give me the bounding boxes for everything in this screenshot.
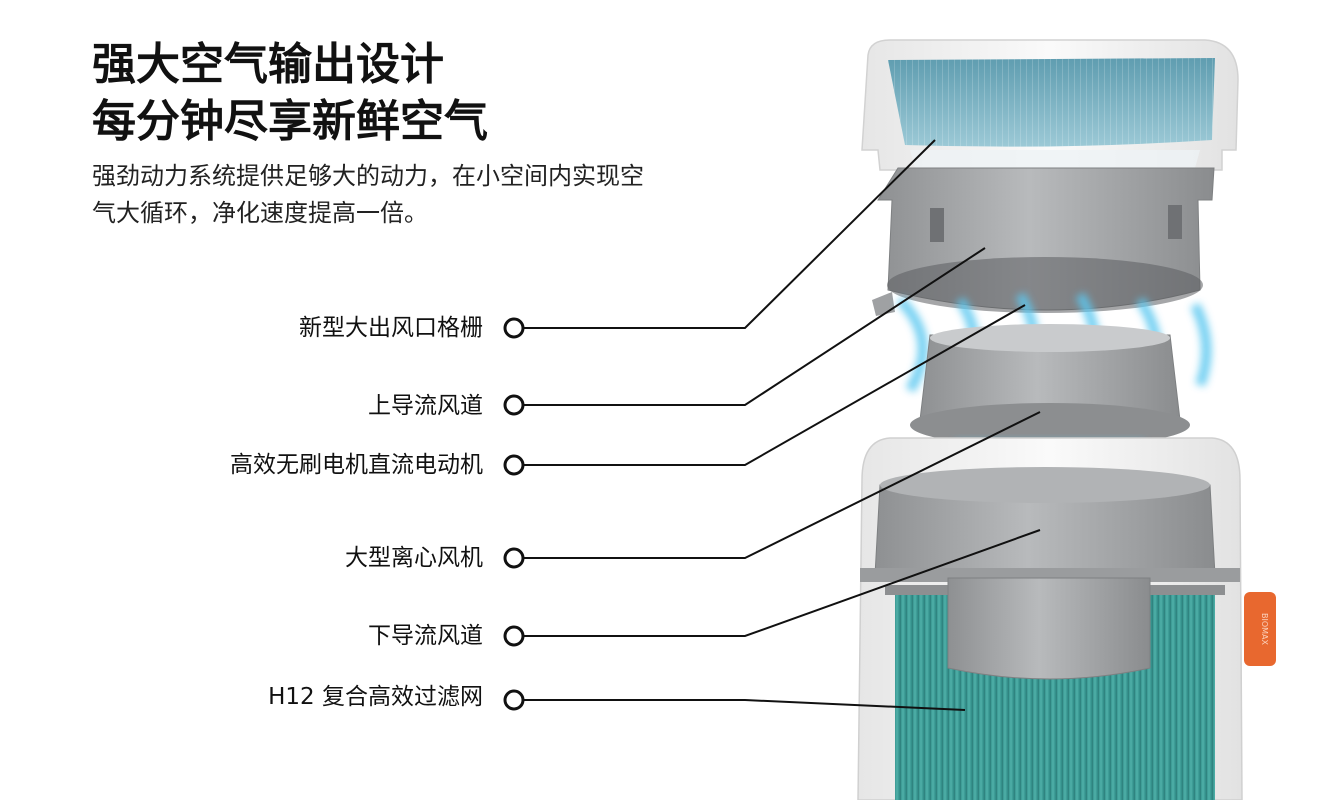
leader-motor: [524, 304, 1026, 466]
leader-centrifugal-fan: [524, 411, 1041, 559]
leader-lower-duct: [524, 529, 1041, 637]
headline-line-1: 强大空气输出设计: [92, 39, 444, 90]
description-line-2: 气大循环，净化速度提高一倍。: [92, 199, 428, 227]
side-tag: BIOMAX: [1244, 592, 1276, 666]
callout-label-motor: 高效无刷电机直流电动机: [230, 452, 483, 478]
leader-upper-duct: [524, 247, 986, 406]
callout-label-centrifugal-fan: 大型离心风机: [345, 545, 483, 571]
callout-label-lower-duct: 下导流风道: [368, 623, 483, 649]
top-grille-assembly: [861, 39, 1239, 171]
leader-outlet-grille: [524, 139, 936, 329]
centrifugal-fan: [860, 467, 1240, 582]
lower-duct: [947, 577, 1151, 680]
marker-lower-duct: [503, 625, 525, 647]
marker-centrifugal-fan: [503, 547, 525, 569]
upper-duct-assembly: [872, 167, 1215, 316]
marker-upper-duct: [503, 394, 525, 416]
callout-label-h12-filter: H12 复合高效过滤网: [268, 684, 483, 710]
description-line-1: 强劲动力系统提供足够大的动力，在小空间内实现空: [92, 162, 644, 190]
leader-h12-filter: [524, 699, 966, 711]
headline-line-2: 每分钟尽享新鲜空气: [92, 96, 488, 147]
callout-leaders: [524, 139, 1041, 711]
marker-motor: [503, 454, 525, 476]
callout-label-upper-duct: 上导流风道: [368, 393, 483, 419]
side-tag-text: BIOMAX: [1260, 613, 1269, 646]
callout-markers: [503, 317, 525, 711]
marker-outlet-grille: [503, 317, 525, 339]
marker-h12-filter: [503, 689, 525, 711]
callout-label-outlet-grille: 新型大出风口格栅: [299, 315, 483, 341]
